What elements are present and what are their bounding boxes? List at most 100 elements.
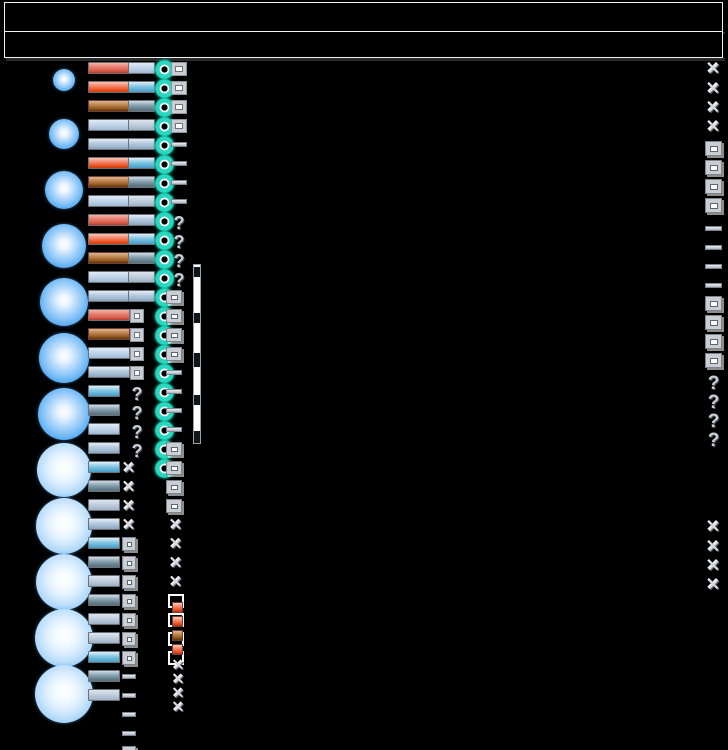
framed-square-icon[interactable] [130, 328, 144, 342]
boxed-square-icon[interactable] [705, 296, 722, 311]
question-mark-icon[interactable]: ? [173, 232, 185, 252]
question-mark-icon[interactable]: ? [173, 213, 185, 233]
teal-ring-icon[interactable] [155, 212, 174, 231]
bar-gray [128, 119, 155, 131]
scrollbar-thumb[interactable] [194, 267, 200, 277]
question-mark-icon[interactable]: ? [707, 392, 720, 413]
x-mark-icon[interactable]: ✕ [706, 519, 721, 536]
bar-slate [88, 556, 120, 568]
boxed-square-icon[interactable] [705, 353, 722, 368]
x-mark-icon[interactable]: ✕ [169, 536, 183, 553]
x-mark-icon[interactable]: ✕ [122, 498, 136, 515]
vertical-scrollbar[interactable] [193, 264, 201, 444]
boxed-square-icon[interactable] [166, 442, 182, 456]
teal-ring-icon[interactable] [155, 136, 174, 155]
boxed-square-icon[interactable] [166, 461, 182, 475]
x-mark-icon[interactable]: ✕ [122, 479, 136, 496]
boxed-square-icon[interactable] [122, 651, 136, 665]
boxed-square-icon[interactable] [705, 334, 722, 349]
question-mark-icon[interactable]: ? [173, 251, 185, 271]
teal-ring-icon[interactable] [155, 174, 174, 193]
teal-ring-icon[interactable] [155, 79, 174, 98]
bar-slate [128, 100, 155, 112]
boxed-square-icon[interactable] [122, 613, 136, 627]
boxed-square-icon[interactable] [705, 160, 722, 175]
bar-steel [128, 290, 155, 302]
question-mark-icon[interactable]: ? [131, 403, 143, 423]
x-mark-icon[interactable]: ✕ [706, 577, 721, 594]
bar-orange [88, 81, 130, 93]
x-mark-icon[interactable]: ✕ [169, 555, 183, 572]
bar-ltblue [88, 271, 130, 283]
x-mark-icon[interactable]: ✕ [706, 81, 721, 98]
boxed-square-icon[interactable] [166, 309, 182, 323]
boxed-square-icon[interactable] [166, 480, 182, 494]
x-mark-icon[interactable]: ✕ [172, 657, 185, 673]
teal-ring-icon[interactable] [155, 383, 174, 402]
boxed-square-icon[interactable] [705, 315, 722, 330]
boxed-square-icon[interactable] [122, 537, 136, 551]
question-mark-icon[interactable]: ? [173, 270, 185, 290]
x-mark-icon[interactable]: ✕ [172, 671, 185, 687]
question-mark-icon[interactable]: ? [707, 430, 720, 451]
scrollbar-thumb[interactable] [194, 395, 200, 405]
question-mark-icon[interactable]: ? [131, 441, 143, 461]
x-mark-icon[interactable]: ✕ [169, 517, 183, 534]
sphere-marker [49, 119, 79, 149]
scrollbar-thumb[interactable] [194, 431, 200, 443]
boxed-square-icon[interactable] [705, 179, 722, 194]
x-mark-icon[interactable]: ✕ [706, 61, 721, 78]
boxed-square-icon[interactable] [166, 347, 182, 361]
teal-ring-icon[interactable] [155, 231, 174, 250]
boxed-square-icon[interactable] [122, 575, 136, 589]
scrollbar-thumb[interactable] [194, 353, 200, 367]
teal-ring-icon[interactable] [155, 98, 174, 117]
toolbar-frame-inner[interactable] [4, 31, 723, 58]
teal-ring-icon[interactable] [155, 364, 174, 383]
question-mark-icon[interactable]: ? [707, 411, 720, 432]
boxed-square-icon[interactable] [166, 290, 182, 304]
toolbar-frame-outer[interactable] [4, 2, 723, 32]
framed-square-icon[interactable] [130, 347, 144, 361]
x-mark-icon[interactable]: ✕ [172, 699, 185, 715]
framed-square-icon[interactable] [171, 81, 187, 95]
x-mark-icon[interactable]: ✕ [169, 574, 183, 591]
x-mark-icon[interactable]: ✕ [706, 100, 721, 117]
boxed-square-icon[interactable] [122, 594, 136, 608]
framed-square-icon[interactable] [171, 62, 187, 76]
framed-square-icon[interactable] [171, 119, 187, 133]
boxed-square-icon[interactable] [122, 632, 136, 646]
teal-ring-icon[interactable] [155, 60, 174, 79]
question-mark-icon[interactable]: ? [131, 422, 143, 442]
x-mark-icon[interactable]: ✕ [706, 558, 721, 575]
boxed-square-icon[interactable] [166, 328, 182, 342]
teal-ring-icon[interactable] [155, 421, 174, 440]
bar-cyan [88, 461, 120, 473]
boxed-square-icon[interactable] [122, 556, 136, 570]
boxed-square-icon[interactable] [166, 499, 182, 513]
question-mark-icon[interactable]: ? [131, 384, 143, 404]
boxed-square-icon[interactable] [705, 141, 722, 156]
scrollbar-thumb[interactable] [194, 313, 200, 323]
framed-square-icon[interactable] [171, 100, 187, 114]
brown-chip-icon [172, 630, 183, 641]
x-mark-icon[interactable]: ✕ [172, 685, 185, 701]
bar-salmon [88, 62, 130, 74]
teal-ring-icon[interactable] [155, 250, 174, 269]
framed-square-icon[interactable] [130, 366, 144, 380]
x-mark-icon[interactable]: ✕ [122, 517, 136, 534]
x-mark-icon[interactable]: ✕ [706, 539, 721, 556]
teal-ring-icon[interactable] [155, 117, 174, 136]
bar-gray [88, 499, 120, 511]
teal-ring-icon[interactable] [155, 402, 174, 421]
boxed-square-icon[interactable] [122, 746, 136, 750]
teal-ring-icon[interactable] [155, 155, 174, 174]
teal-ring-icon[interactable] [155, 269, 174, 288]
teal-ring-icon[interactable] [155, 193, 174, 212]
question-mark-icon[interactable]: ? [707, 373, 720, 394]
boxed-square-icon[interactable] [705, 198, 722, 213]
framed-square-icon[interactable] [130, 309, 144, 323]
x-mark-icon[interactable]: ✕ [122, 460, 136, 477]
x-mark-icon[interactable]: ✕ [706, 119, 721, 136]
